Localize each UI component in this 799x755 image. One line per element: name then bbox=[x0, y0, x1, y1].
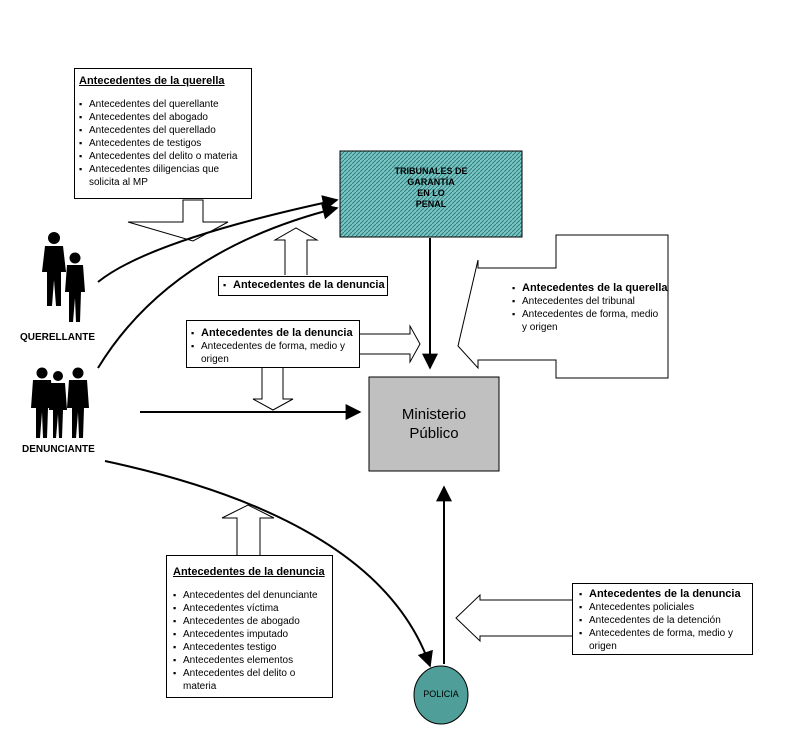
list-item: Antecedentes imputado bbox=[173, 628, 328, 641]
arrow-denunciante-to-policia bbox=[104, 460, 433, 668]
querellante-label: QUERELLANTE bbox=[20, 332, 95, 343]
denunciante-icon bbox=[31, 367, 89, 438]
list-item: Antecedentes del querellante bbox=[79, 98, 247, 111]
list-item: Antecedentes de la denuncia bbox=[191, 327, 355, 340]
list-item: Antecedentes del abogado bbox=[79, 111, 247, 124]
list-item: Antecedentes de la denuncia bbox=[223, 279, 385, 292]
tribunales-node bbox=[339, 150, 523, 238]
querella-box-title: Antecedentes de la querella bbox=[79, 75, 225, 87]
hollow-arrow-policia-left bbox=[455, 593, 572, 643]
list-item: Antecedentes víctima bbox=[173, 602, 328, 615]
list-item: Antecedentes de forma, medio y origen bbox=[512, 308, 662, 334]
denuncia-box-title: Antecedentes de la denuncia bbox=[173, 566, 325, 578]
list-item: Antecedentes del querellado bbox=[79, 124, 247, 137]
policia-node bbox=[413, 665, 469, 725]
list-item: Antecedentes del tribunal bbox=[512, 295, 670, 308]
list-item: Antecedentes del delito o materia bbox=[173, 667, 313, 693]
querella-antecedentes-box: Antecedentes de la querella Antecedentes… bbox=[74, 68, 252, 199]
hollow-arrow-denuncia-up bbox=[273, 227, 319, 275]
list-item: Antecedentes policiales bbox=[579, 601, 748, 614]
denuncia-tribunal-label-box: Antecedentes de la denuncia bbox=[218, 276, 388, 296]
list-item: Antecedentes de abogado bbox=[173, 615, 328, 628]
list-item: Antecedentes elementos bbox=[173, 654, 328, 667]
list-item: Antecedentes diligencias que solicita al… bbox=[79, 163, 239, 189]
arrow-querellante-to-tribunal bbox=[97, 195, 339, 283]
list-item: Antecedentes de forma, medio y origen bbox=[579, 627, 749, 653]
hollow-arrow-bottom-up bbox=[221, 504, 275, 555]
denunciante-label: DENUNCIANTE bbox=[22, 444, 95, 455]
querellante-icon bbox=[42, 232, 85, 322]
denuncia-bottom-box: Antecedentes de la denuncia Antecedentes… bbox=[166, 555, 333, 698]
hollow-arrow-querella-down bbox=[127, 199, 229, 242]
tribunales-label: TRIBUNALES DE GARANTÍA EN LO PENAL bbox=[394, 166, 468, 209]
list-item: Antecedentes del denunciante bbox=[173, 589, 328, 602]
list-item: Antecedentes de la denuncia bbox=[579, 588, 748, 601]
list-item: Antecedentes del delito o materia bbox=[79, 150, 247, 163]
denuncia-mid-box: Antecedentes de la denuncia Antecedentes… bbox=[186, 320, 360, 368]
querella-right-box: Antecedentes de la querella Antecedentes… bbox=[508, 280, 674, 344]
arrow-denunciante-to-tribunal bbox=[97, 203, 339, 369]
list-item: Antecedentes de la querella bbox=[512, 282, 670, 295]
ministerio-node bbox=[368, 376, 500, 472]
policia-label: POLICIA bbox=[423, 689, 459, 699]
hollow-arrow-denuncia-right bbox=[360, 324, 421, 364]
list-item: Antecedentes de forma, medio y origen bbox=[191, 340, 351, 366]
policia-box: Antecedentes de la denuncia Antecedentes… bbox=[572, 583, 753, 655]
list-item: Antecedentes de testigos bbox=[79, 137, 247, 150]
ministerio-label: Ministerio Público bbox=[401, 406, 467, 442]
list-item: Antecedentes de la detención bbox=[579, 614, 748, 627]
list-item: Antecedentes testigo bbox=[173, 641, 328, 654]
hollow-arrow-denuncia-down bbox=[252, 367, 294, 411]
